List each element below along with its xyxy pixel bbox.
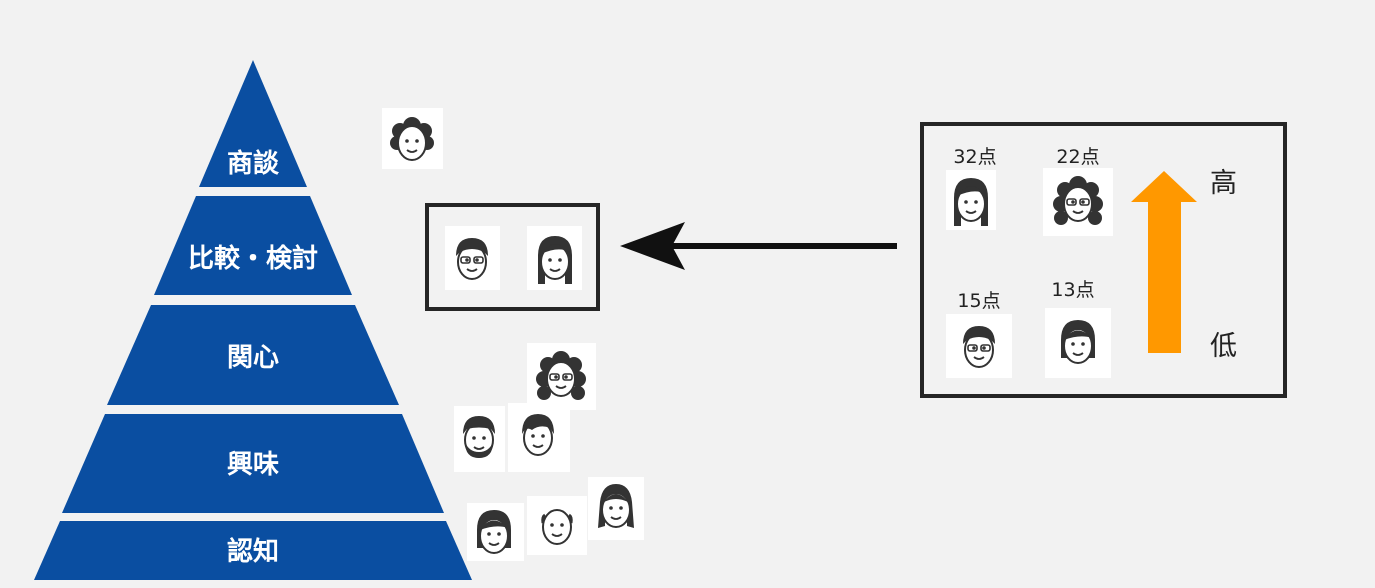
pyramid-label-awareness: 認知 <box>227 536 279 567</box>
pyramid-level-shape <box>107 305 399 405</box>
avatar-woman-bob-hair <box>467 503 524 561</box>
pyramid-level-shape <box>62 414 444 513</box>
man-glasses-icon <box>456 238 488 279</box>
up-arrow-icon <box>1131 171 1197 353</box>
man-glasses-icon <box>963 326 995 367</box>
avatar-bald-man <box>527 496 587 555</box>
left-arrow-icon <box>620 222 897 270</box>
woman-long-hair-icon <box>954 178 988 226</box>
pyramid-level-shape <box>154 196 352 295</box>
woman-bob-hair-icon <box>1061 320 1095 363</box>
avatar-woman-ponytail <box>588 477 644 540</box>
score-label: 32点 <box>953 146 996 168</box>
selected-leads-box <box>425 203 600 311</box>
pyramid-label-negotiation: 商談 <box>227 148 280 179</box>
avatar-woman-curly-glasses <box>527 343 596 410</box>
funnel-pyramid: 商談 比較・検討 関心 興味 認知 <box>34 60 472 580</box>
woman-long-hair-icon <box>538 236 572 284</box>
avatar-man-short-hair <box>508 403 570 472</box>
scoring-panel: 32点 22点 15点 13点 高 低 <box>920 122 1287 398</box>
low-label: 低 <box>1210 331 1237 362</box>
pyramid-level-shape <box>199 60 307 187</box>
pyramid-label-concern: 関心 <box>227 343 279 373</box>
avatar-bearded-man <box>454 406 505 472</box>
pyramid-label-comparison: 比較・検討 <box>188 243 318 274</box>
score-label: 15点 <box>957 290 1000 312</box>
score-label: 22点 <box>1056 146 1099 168</box>
pyramid-level-shape <box>34 521 472 580</box>
pyramid-label-interest: 興味 <box>227 450 279 480</box>
avatar-curly-hair-person <box>382 108 443 169</box>
score-label: 13点 <box>1051 279 1094 301</box>
high-label: 高 <box>1210 168 1237 199</box>
